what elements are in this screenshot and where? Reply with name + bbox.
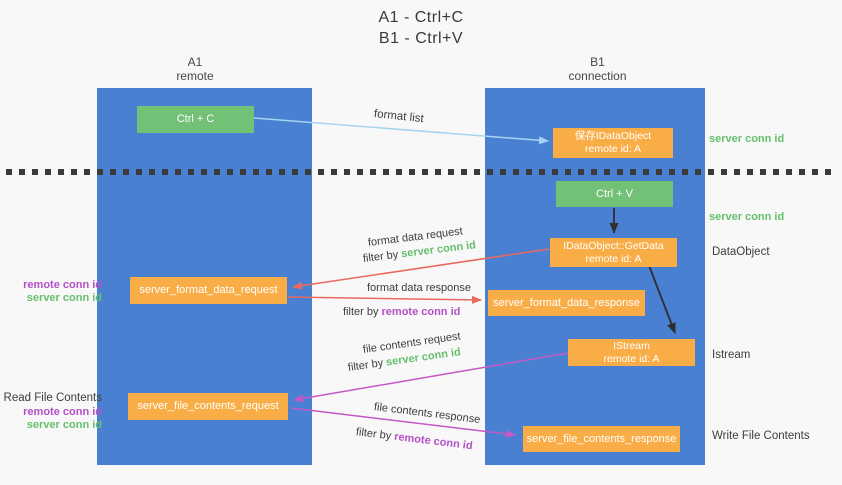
lane-a1-role: remote xyxy=(176,69,214,83)
getdata-line1: IDataObject::GetData xyxy=(563,239,664,252)
ctrl-v-node: Ctrl + V xyxy=(556,181,673,207)
save-idataobject-line2: remote id: A xyxy=(584,143,642,155)
dotted-separator xyxy=(6,169,836,175)
server-format-data-request-label: server_format_data_request xyxy=(139,284,278,296)
remote-conn-id-left-1: remote conn id xyxy=(23,279,102,291)
arrow-file-contents-request xyxy=(293,352,569,403)
write-file-contents-text: Write File Contents xyxy=(712,430,810,442)
arrow-format-list xyxy=(253,117,549,145)
server-file-contents-response-node: server_file_contents_response xyxy=(523,426,680,452)
lane-b1-role: connection xyxy=(568,69,627,83)
server-file-contents-request-label: server_file_contents_request xyxy=(137,400,279,412)
arrow-file-contents-response xyxy=(290,407,516,438)
server-conn-id-right-1: server conn id xyxy=(709,133,784,145)
istream-side-text: Istream xyxy=(712,349,751,361)
conn-id-pair-1: remote conn id server conn id xyxy=(2,279,102,305)
title-line-2: B1 - Ctrl+V xyxy=(378,30,464,47)
remote-conn-id-left-2: remote conn id xyxy=(23,406,102,418)
server-file-contents-response-label: server_file_contents_response xyxy=(526,432,677,445)
arrow-format-data-request xyxy=(292,248,550,290)
ctrl-v-label: Ctrl + V xyxy=(596,187,633,200)
read-file-contents-text: Read File Contents xyxy=(3,392,102,404)
remote-conn-id-inline-1: remote conn id xyxy=(381,306,461,318)
save-idataobject-line1: 保存IDataObject xyxy=(574,130,652,142)
istream-side-label: Istream xyxy=(712,349,750,361)
ctrl-c-node: Ctrl + C xyxy=(137,106,254,133)
getdata-node: IDataObject::GetData remote id: A xyxy=(550,238,677,267)
filter-prefix-2: filter by xyxy=(343,306,382,318)
istream-node: IStream remote id: A xyxy=(568,339,695,366)
filter-by-remote-conn-id-1: filter by remote conn id xyxy=(343,306,460,318)
lane-header-a1: A1 remote xyxy=(115,55,275,83)
server-conn-id-right-2-text: server conn id xyxy=(709,211,785,223)
server-format-data-response-node: server_format_data_response xyxy=(488,290,645,316)
server-conn-id-left-1: server conn id xyxy=(26,292,102,304)
server-conn-id-right-1-text: server conn id xyxy=(709,133,785,145)
read-file-contents-label: Read File Contents xyxy=(2,392,102,404)
getdata-line2: remote id: A xyxy=(585,252,642,265)
arrow-format-data-response xyxy=(287,295,482,304)
server-format-data-request-node: server_format_data_request xyxy=(130,277,287,304)
format-data-response-text: format data response xyxy=(367,282,471,294)
dataobject-text: DataObject xyxy=(712,246,770,258)
istream-line1: IStream xyxy=(613,339,650,352)
server-file-contents-request-node: server_file_contents_request xyxy=(128,393,288,420)
lane-a1-name: A1 xyxy=(187,55,203,69)
conn-id-pair-2: remote conn id server conn id xyxy=(2,406,102,432)
title-line-1: A1 - Ctrl+C xyxy=(378,9,464,26)
format-data-response-label: format data response xyxy=(367,282,471,294)
lane-header-b1: B1 connection xyxy=(515,55,680,83)
server-format-data-response-label: server_format_data_response xyxy=(493,296,640,309)
ctrl-c-label: Ctrl + C xyxy=(176,113,215,125)
istream-line2: remote id: A xyxy=(603,352,660,365)
dataobject-label: DataObject xyxy=(712,246,770,258)
save-idataobject-node: 保存IDataObject remote id: A xyxy=(553,128,673,158)
server-conn-id-right-2: server conn id xyxy=(709,211,784,223)
arrow-getdata-to-istream xyxy=(647,262,676,334)
diagram-title: A1 - Ctrl+C B1 - Ctrl+V xyxy=(0,7,842,49)
write-file-contents-label: Write File Contents xyxy=(712,430,810,442)
lane-b1-name: B1 xyxy=(590,55,605,69)
server-conn-id-left-2: server conn id xyxy=(26,419,102,431)
